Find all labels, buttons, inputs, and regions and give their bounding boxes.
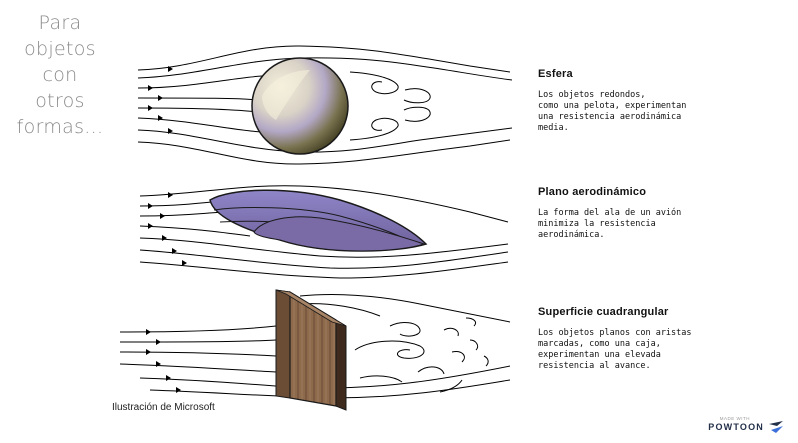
caption-wing: Plano aerodinámico La forma del ala de u… <box>538 186 788 241</box>
caption-plate: Superficie cuadrangular Los objetos plan… <box>538 306 788 372</box>
caption-line: resistencia al avance. <box>538 361 788 372</box>
logo-brand-row: POWTOON <box>708 421 784 433</box>
caption-sphere: Esfera Los objetos redondos, como una pe… <box>538 68 788 134</box>
caption-line: media. <box>538 123 788 134</box>
powtoon-logo: MADE WITH POWTOON <box>708 416 784 433</box>
plate-shape <box>276 290 346 410</box>
caption-line: una resistencia aerodinámica <box>538 112 788 123</box>
caption-title: Superficie cuadrangular <box>538 306 788 318</box>
powtoon-mark-icon <box>768 421 784 433</box>
caption-line: como una pelota, experimentan <box>538 101 788 112</box>
caption-line: minimiza la resistencia <box>538 219 788 230</box>
illustration-credit: Ilustración de Microsoft <box>112 402 215 413</box>
wing-shape <box>210 190 426 251</box>
caption-line: La forma del ala de un avión <box>538 208 788 219</box>
plate-flow-arrows <box>146 329 181 393</box>
caption-line: Los objetos planos con aristas <box>538 328 788 339</box>
caption-line: aerodinámica. <box>538 230 788 241</box>
logo-brand: POWTOON <box>708 422 764 432</box>
caption-line: marcadas, como una caja, <box>538 339 788 350</box>
sphere-wake <box>350 72 430 140</box>
caption-title: Plano aerodinámico <box>538 186 788 198</box>
caption-line: experimentan una elevada <box>538 350 788 361</box>
caption-line: Los objetos redondos, <box>538 90 788 101</box>
caption-title: Esfera <box>538 68 788 80</box>
